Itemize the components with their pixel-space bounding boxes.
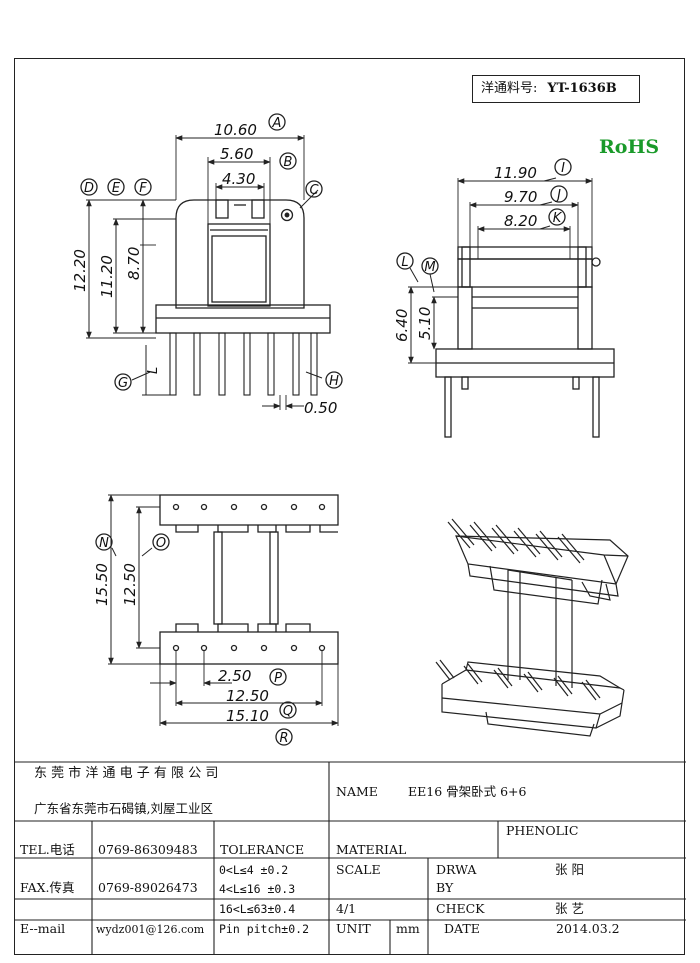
top-view (108, 494, 339, 726)
title-block-grid (14, 761, 686, 955)
isometric-view (435, 518, 629, 737)
dim-pitch-p: 2.50 (218, 667, 251, 685)
balloon-i-letter: I (561, 161, 565, 176)
balloon-r-letter: R (279, 731, 288, 746)
balloon-k: K (548, 208, 566, 226)
balloon-k-letter: K (553, 211, 563, 226)
balloon-j-letter: J (554, 188, 561, 203)
material-value: PHENOLIC (506, 823, 579, 838)
dim-height-o: 12.50 (121, 563, 139, 606)
dim-width-c: 4.30 (222, 170, 255, 188)
balloon-e: E (107, 178, 125, 196)
balloon-j: J (550, 185, 568, 203)
balloon-i: I (554, 158, 572, 176)
tolerance-row-2: 4<L≤16 ±0.3 (219, 882, 296, 896)
side-view (408, 177, 615, 438)
dim-width-r: 15.10 (226, 707, 269, 725)
company-name: 东 莞 市 洋 通 电 子 有 限 公 司 (34, 766, 219, 781)
tolerance-row-4: Pin pitch±0.2 (219, 922, 310, 936)
balloon-d: D (80, 178, 98, 196)
dim-height-n: 15.50 (93, 563, 111, 606)
balloon-o-letter: O (156, 536, 166, 551)
balloon-h-letter: H (329, 374, 339, 389)
part-number-label: 洋通料号: (481, 81, 538, 96)
dim-height-m: 5.10 (416, 307, 434, 340)
balloon-m-letter: M (424, 260, 435, 275)
scale-value: 4/1 (336, 901, 357, 916)
dim-width-b: 5.60 (220, 145, 253, 163)
balloon-b-letter: B (284, 155, 293, 170)
rohs-mark: RoHS (599, 136, 660, 158)
balloon-m: M (421, 257, 439, 275)
balloon-c: C (305, 180, 323, 198)
scale-label: SCALE (336, 862, 381, 877)
dim-height-f: 8.70 (125, 247, 143, 280)
dim-width-k: 8.20 (504, 212, 537, 230)
tolerance-label: TOLERANCE (220, 842, 305, 857)
dim-pitch-h: 0.50 (304, 399, 337, 417)
balloon-a: A (268, 113, 286, 131)
balloon-p-letter: P (274, 671, 282, 686)
balloon-c-letter: C (309, 183, 319, 198)
balloon-l-letter: L (401, 255, 408, 270)
balloon-l: L (396, 252, 414, 270)
tolerance-row-3: 16<L≤63±0.4 (219, 902, 296, 916)
dim-width-j: 9.70 (504, 188, 537, 206)
drawing-frame (14, 58, 685, 955)
dim-width-a: 10.60 (214, 121, 257, 139)
dim-height-d: 12.20 (71, 249, 89, 292)
dim-height-l: 6.40 (393, 309, 411, 342)
dim-label-l: L (146, 367, 161, 374)
part-number-value: YT-1636B (547, 81, 617, 96)
email-label: E--mail (20, 921, 66, 936)
balloon-g: G (114, 373, 132, 391)
unit-label: UNIT (336, 921, 371, 936)
balloon-h: H (325, 371, 343, 389)
material-label: MATERIAL (336, 842, 407, 857)
drawn-value: 张 阳 (555, 862, 584, 877)
balloon-n-letter: N (99, 536, 109, 551)
tel-value: 0769-86309483 (98, 842, 198, 857)
check-value: 张 艺 (555, 901, 584, 916)
balloon-g-letter: G (118, 376, 128, 391)
balloon-q: Q (279, 701, 297, 719)
tolerance-row-1: 0<L≤4 ±0.2 (219, 863, 289, 877)
dim-width-i: 11.90 (494, 164, 537, 182)
balloon-a-letter: A (272, 116, 282, 131)
balloon-n: N (95, 533, 113, 551)
fax-value: 0769-89026473 (98, 880, 198, 895)
balloon-b: B (279, 152, 297, 170)
fax-label: FAX.传真 (20, 880, 75, 895)
balloon-f-letter: F (139, 181, 147, 196)
date-label: DATE (444, 921, 480, 936)
drawn-label-2: BY (436, 880, 454, 895)
part-number-box: 洋通料号: YT-1636B (472, 75, 640, 103)
date-value: 2014.03.2 (556, 921, 620, 936)
dim-width-q: 12.50 (226, 687, 269, 705)
drawn-label-1: DRWA (436, 862, 477, 877)
name-label: NAME (336, 784, 378, 799)
balloon-e-letter: E (112, 181, 121, 196)
balloon-p: P (269, 668, 287, 686)
check-label: CHECK (436, 901, 485, 916)
balloon-r: R (275, 728, 293, 746)
unit-value: mm (396, 921, 420, 936)
email-value: wydz001@126.com (96, 923, 205, 936)
balloon-f: F (134, 178, 152, 196)
name-value: EE16 骨架卧式 6+6 (408, 784, 527, 799)
tel-label: TEL.电话 (20, 842, 75, 857)
balloon-d-letter: D (84, 181, 94, 196)
balloon-o: O (152, 533, 170, 551)
dim-height-e: 11.20 (98, 255, 116, 298)
front-view (86, 135, 331, 410)
company-address: 广东省东莞市石碣镇,刘屋工业区 (34, 801, 213, 816)
balloon-q-letter: Q (283, 704, 293, 719)
